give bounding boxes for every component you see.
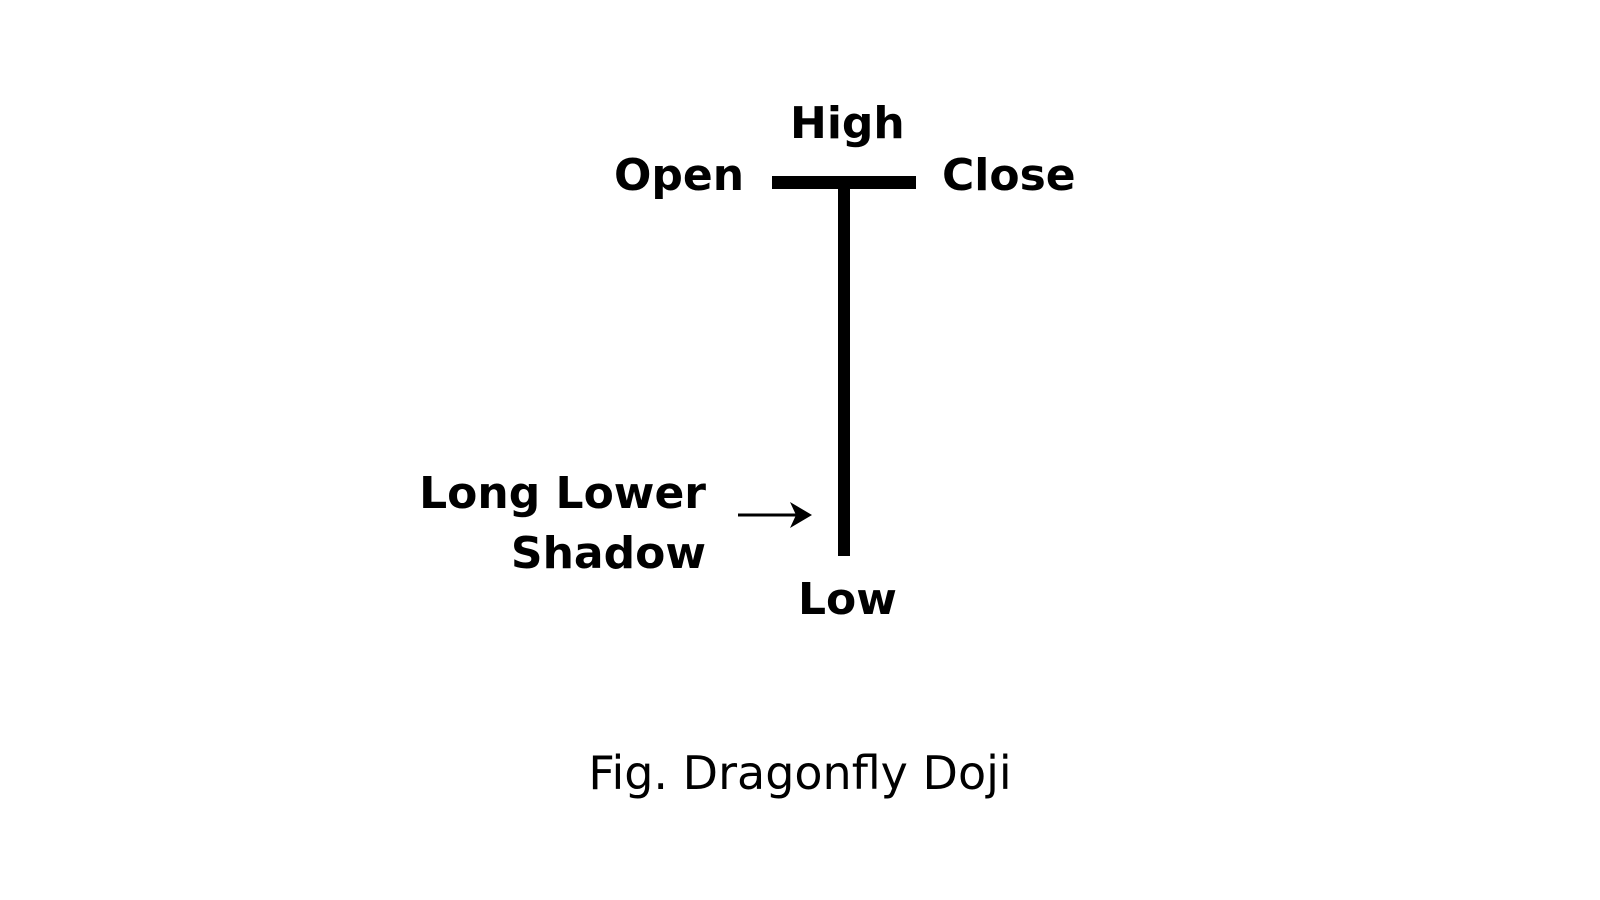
shadow-label-line-2: Shadow: [510, 528, 706, 579]
low-label: Low: [798, 574, 897, 625]
arrow-right-icon: [738, 502, 812, 528]
high-label: High: [790, 98, 905, 149]
close-label: Close: [942, 150, 1076, 201]
figure-caption: Fig. Dragonfly Doji: [588, 746, 1012, 800]
shadow-label-line-1: Long Lower: [419, 468, 706, 519]
open-label: Open: [614, 150, 745, 201]
long-lower-shadow-label: Long Lower Shadow: [419, 464, 706, 584]
lower-shadow-line: [838, 180, 850, 556]
